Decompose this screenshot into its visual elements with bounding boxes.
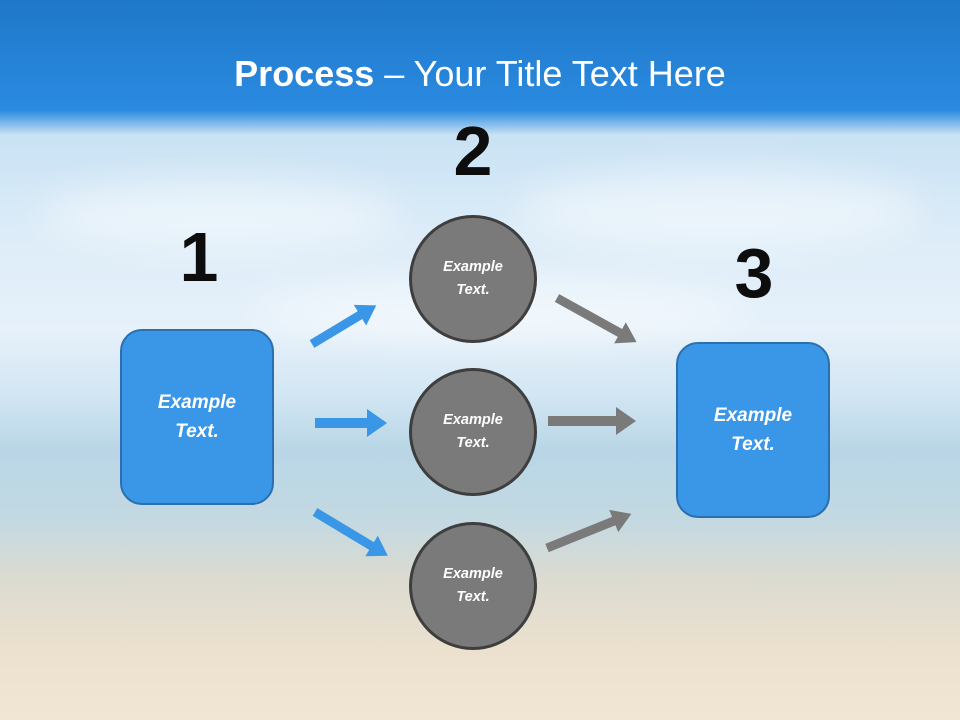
step-3-box: Example Text.	[676, 342, 830, 518]
title-rest: – Your Title Text Here	[374, 53, 726, 94]
step-3-text: Example Text.	[713, 405, 793, 455]
step-number-2: 2	[453, 112, 493, 190]
background-cloud	[40, 180, 400, 250]
arrow-middle-to-3	[548, 407, 636, 435]
title-bold: Process	[234, 53, 375, 94]
step-2-circle-top: Example Text.	[409, 215, 537, 343]
arrow-1-to-middle	[315, 409, 387, 437]
step-1-text: Example Text.	[157, 392, 237, 442]
step-2-circle-bottom: Example Text.	[409, 522, 537, 650]
arrow-top-to-3	[554, 294, 637, 344]
arrow-bottom-to-3	[545, 509, 632, 553]
arrow-1-to-top	[309, 304, 377, 348]
step-2-circle-middle-text: Example Text.	[443, 412, 503, 451]
slide-title: Process – Your Title Text Here	[0, 52, 960, 96]
step-number-1: 1	[179, 218, 219, 296]
step-2-circle-top-text: Example Text.	[443, 259, 503, 298]
step-2-circle-middle: Example Text.	[409, 368, 537, 496]
step-1-box: Example Text.	[120, 329, 274, 505]
background-cloud	[520, 170, 920, 250]
step-number-3: 3	[734, 234, 774, 312]
arrow-1-to-bottom	[312, 508, 388, 557]
step-2-circle-bottom-text: Example Text.	[443, 566, 503, 605]
